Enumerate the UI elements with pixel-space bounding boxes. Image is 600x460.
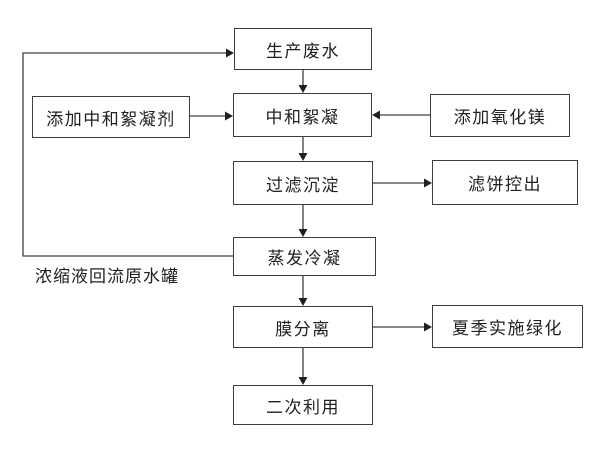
node-evaporation-condensation: 蒸发冷凝	[233, 237, 376, 276]
arrowhead-into-filtration	[298, 153, 308, 161]
arrowhead-into-production	[226, 48, 234, 58]
arrowhead-into-evaporation	[298, 229, 308, 237]
node-membrane-separation: 膜分离	[233, 306, 373, 348]
arrowhead-into-neutralization-top	[298, 85, 308, 93]
arrowhead-into-greening	[424, 322, 432, 332]
node-neutralization-flocculation: 中和絮凝	[233, 93, 372, 137]
arrowhead-into-neutralization-left	[225, 111, 233, 121]
arrowhead-into-membrane	[298, 298, 308, 306]
arrowhead-into-secondary	[298, 377, 308, 385]
node-filter-cake-discharge: 滤饼控出	[432, 160, 578, 205]
edge-evaporation-to-production-line	[22, 52, 233, 257]
arrowhead-into-filtercake	[424, 178, 432, 188]
feedback-edge-label: 浓缩液回流原水罐	[35, 267, 179, 287]
node-add-neutralizing-flocculant: 添加中和絮凝剂	[32, 96, 190, 138]
node-production-wastewater: 生产废水	[234, 28, 372, 70]
node-summer-greening: 夏季实施绿化	[432, 305, 583, 348]
arrowhead-into-neutralization-right	[372, 110, 380, 120]
node-add-magnesium-oxide: 添加氧化镁	[430, 94, 570, 137]
node-secondary-use: 二次利用	[233, 385, 373, 425]
node-filtration-sedimentation: 过滤沉淀	[233, 161, 373, 205]
